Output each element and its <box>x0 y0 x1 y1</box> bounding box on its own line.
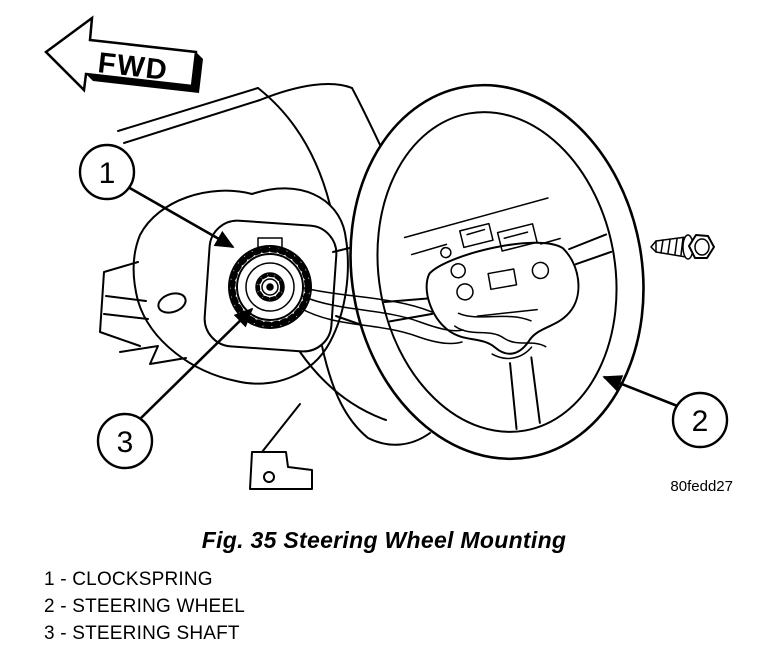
figure-caption: Fig. 35 Steering Wheel Mounting <box>201 527 567 553</box>
legend-item-steering-shaft: 3 - STEERING SHAFT <box>44 623 240 644</box>
fwd-label: FWD <box>96 47 170 87</box>
callout-2-circle <box>671 391 729 449</box>
figure-code: 80fedd27 <box>670 478 733 495</box>
callout-1-number: 1 <box>99 157 116 190</box>
figure-legend: 1 - CLOCKSPRING 2 - STEERING WHEEL 3 - S… <box>44 566 245 647</box>
fwd-arrow: FWD <box>44 15 203 93</box>
steering-wheel <box>349 83 645 461</box>
switch-knob <box>157 292 187 314</box>
callout-3-circle <box>96 412 154 470</box>
callout-3-leader <box>140 307 254 419</box>
column-bracket <box>249 451 313 490</box>
steering-wheel-bolt <box>650 234 715 260</box>
fwd-arrow-body <box>44 15 198 93</box>
airbag-mount-plate <box>203 219 338 353</box>
callout-2-leader <box>602 375 681 409</box>
callout-1-leader <box>127 185 235 249</box>
clockspring-wiring-harness <box>299 287 464 345</box>
legend-item-steering-wheel: 2 - STEERING WHEEL <box>44 596 246 617</box>
legend-item-clockspring: 1 - CLOCKSPRING <box>44 569 213 590</box>
callout-3-number: 3 <box>117 426 134 459</box>
steering-wheel-mounting-diagram: FWD <box>44 15 733 495</box>
callout-1-circle <box>78 143 136 201</box>
bracket-hole <box>263 471 275 483</box>
fwd-arrow-shadow <box>86 52 203 93</box>
clockspring <box>228 237 312 329</box>
callout-2-number: 2 <box>692 405 709 438</box>
callouts: 1 2 3 <box>78 143 729 470</box>
